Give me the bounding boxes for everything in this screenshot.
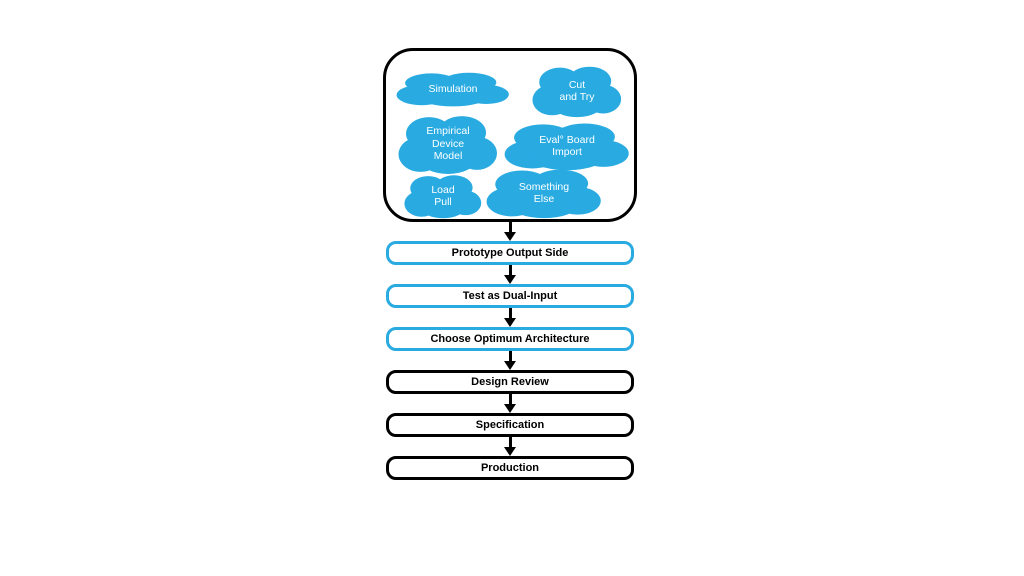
- step-label: Specification: [475, 419, 545, 431]
- flowchart: Simulation Cut and Try Empirical Device …: [383, 48, 637, 480]
- cloud-cut-and-try: Cut and Try: [532, 64, 622, 118]
- arrow-head-icon: [504, 361, 516, 370]
- arrow-stem: [508, 265, 512, 275]
- cloud-icon: [398, 116, 497, 174]
- cloud-eval-board-import: Eval° Board Import: [504, 121, 630, 171]
- cloud-icon: [404, 175, 482, 219]
- arrow-stem: [508, 308, 512, 318]
- arrow-head-icon: [504, 318, 516, 327]
- cloud-icon: [532, 66, 622, 118]
- step-label: Test as Dual-Input: [462, 290, 558, 302]
- arrow-head-icon: [504, 232, 516, 241]
- cloud-something-else: Something Else: [486, 167, 602, 219]
- step-choose-optimum-architecture: Choose Optimum Architecture: [386, 327, 634, 351]
- step-prototype-output-side: Prototype Output Side: [386, 241, 634, 265]
- step-production: Production: [386, 456, 634, 480]
- idea-sources-container: Simulation Cut and Try Empirical Device …: [383, 48, 637, 222]
- cloud-icon: [396, 72, 509, 107]
- cloud-label-something-else: Something Else: [518, 180, 570, 205]
- cloud-icon: [504, 123, 629, 171]
- flow-arrow: [504, 351, 516, 370]
- cloud-empirical-device-model: Empirical Device Model: [398, 113, 498, 175]
- step-label: Choose Optimum Architecture: [430, 333, 590, 345]
- flow-arrow: [504, 222, 516, 241]
- step-label: Design Review: [471, 376, 549, 388]
- arrow-stem: [508, 222, 512, 232]
- flow-arrow: [504, 394, 516, 413]
- cloud-label-simulation: Simulation: [428, 82, 478, 95]
- step-specification: Specification: [386, 413, 634, 437]
- flow-arrow: [504, 265, 516, 284]
- cloud-simulation: Simulation: [396, 71, 510, 107]
- cloud-label-load-pull: Load Pull: [431, 183, 455, 208]
- cloud-label-eval-board-import: Eval° Board Import: [539, 133, 595, 158]
- cloud-label-empirical-device-model: Empirical Device Model: [426, 125, 470, 163]
- cloud-label-cut-and-try: Cut and Try: [559, 78, 595, 103]
- flow-arrow: [504, 437, 516, 456]
- cloud-load-pull: Load Pull: [404, 173, 482, 219]
- arrow-stem: [508, 437, 512, 447]
- step-label: Production: [480, 462, 540, 474]
- arrow-stem: [508, 351, 512, 361]
- step-label: Prototype Output Side: [451, 247, 569, 259]
- arrow-head-icon: [504, 404, 516, 413]
- step-design-review: Design Review: [386, 370, 634, 394]
- arrow-stem: [508, 394, 512, 404]
- arrow-head-icon: [504, 447, 516, 456]
- step-test-as-dual-input: Test as Dual-Input: [386, 284, 634, 308]
- flow-arrow: [504, 308, 516, 327]
- arrow-head-icon: [504, 275, 516, 284]
- cloud-icon: [486, 169, 601, 219]
